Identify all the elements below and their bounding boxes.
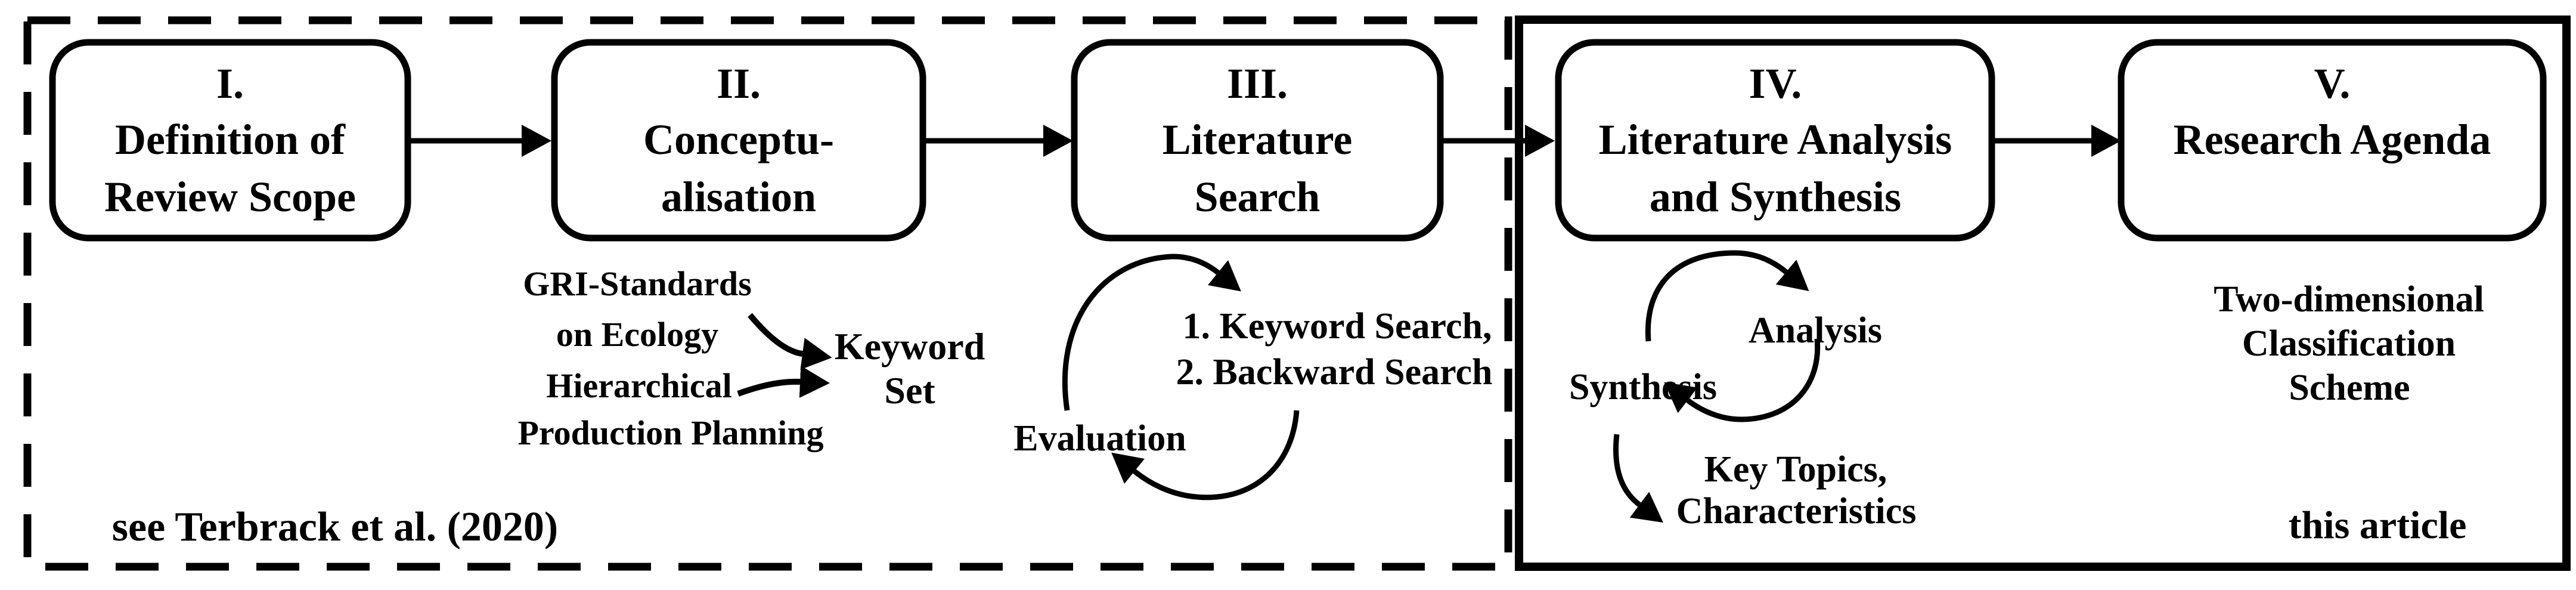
analysis-cycle-top-arc-icon	[1645, 250, 1809, 342]
classification-scheme-label-line2: Classification	[2242, 323, 2456, 364]
key-topics-label-line2: Characteristics	[1676, 491, 1917, 532]
search-step-2-label: 2. Backward Search	[1176, 352, 1492, 393]
curved-arrow-gri-to-keyword-icon	[748, 313, 832, 370]
key-topics-label-line1: Key Topics,	[1704, 449, 1887, 490]
keyword-set-label-line1: Keyword	[835, 325, 985, 367]
search-cycle-bottom-arc-icon	[1111, 410, 1300, 501]
gri-standards-label-line2: on Ecology	[556, 315, 718, 354]
stage-2-title-line3: alisation	[661, 173, 816, 221]
classification-scheme-label-line1: Two-dimensional	[2214, 279, 2484, 320]
hierarchical-label-line1: Hierarchical	[546, 366, 731, 405]
this-article-footer: this article	[2289, 503, 2467, 547]
hierarchical-label-line2: Production Planning	[518, 413, 824, 452]
previous-work-region-border	[23, 16, 1512, 571]
stage-5-numeral: V.	[2314, 60, 2351, 107]
stage-4-numeral: IV.	[1749, 60, 1802, 107]
stage-2-numeral: II.	[717, 60, 761, 107]
gri-standards-label-line1: GRI-Standards	[523, 264, 752, 303]
evaluation-label: Evaluation	[1013, 418, 1186, 459]
synthesis-to-key-topics-arrow-icon	[1613, 434, 1663, 523]
keyword-set-label-line2: Set	[884, 369, 935, 412]
curved-arrow-hierarchical-to-keyword-icon	[737, 366, 830, 398]
stage-3-numeral: III.	[1227, 60, 1288, 107]
stage-1-title-line2: Definition of	[115, 116, 346, 163]
search-cycle-top-arc-icon	[1062, 254, 1241, 411]
stage-3-title-line3: Search	[1195, 173, 1320, 221]
stage-1-numeral: I.	[216, 60, 244, 107]
stage-5-title-line2: Research Agenda	[2174, 116, 2491, 163]
stage-3-title-line2: Literature	[1163, 116, 1353, 163]
stage-4-title-line2: Literature Analysis	[1599, 116, 1952, 163]
classification-scheme-label-line3: Scheme	[2289, 367, 2410, 408]
search-step-1-label: 1. Keyword Search,	[1183, 306, 1492, 347]
analysis-cycle-bottom-arc-icon	[1664, 338, 1821, 422]
previous-work-footer: see Terbrack et al. (2020)	[112, 504, 558, 550]
this-article-region-border	[1515, 16, 2571, 571]
stage-box-5-research-agenda	[2118, 39, 2547, 242]
synthesis-label: Synthesis	[1569, 367, 1717, 407]
stage-2-title-line2: Conceptu-	[643, 116, 834, 163]
stage-4-title-line3: and Synthesis	[1650, 173, 1901, 221]
stage-1-title-line3: Review Scope	[104, 173, 356, 221]
